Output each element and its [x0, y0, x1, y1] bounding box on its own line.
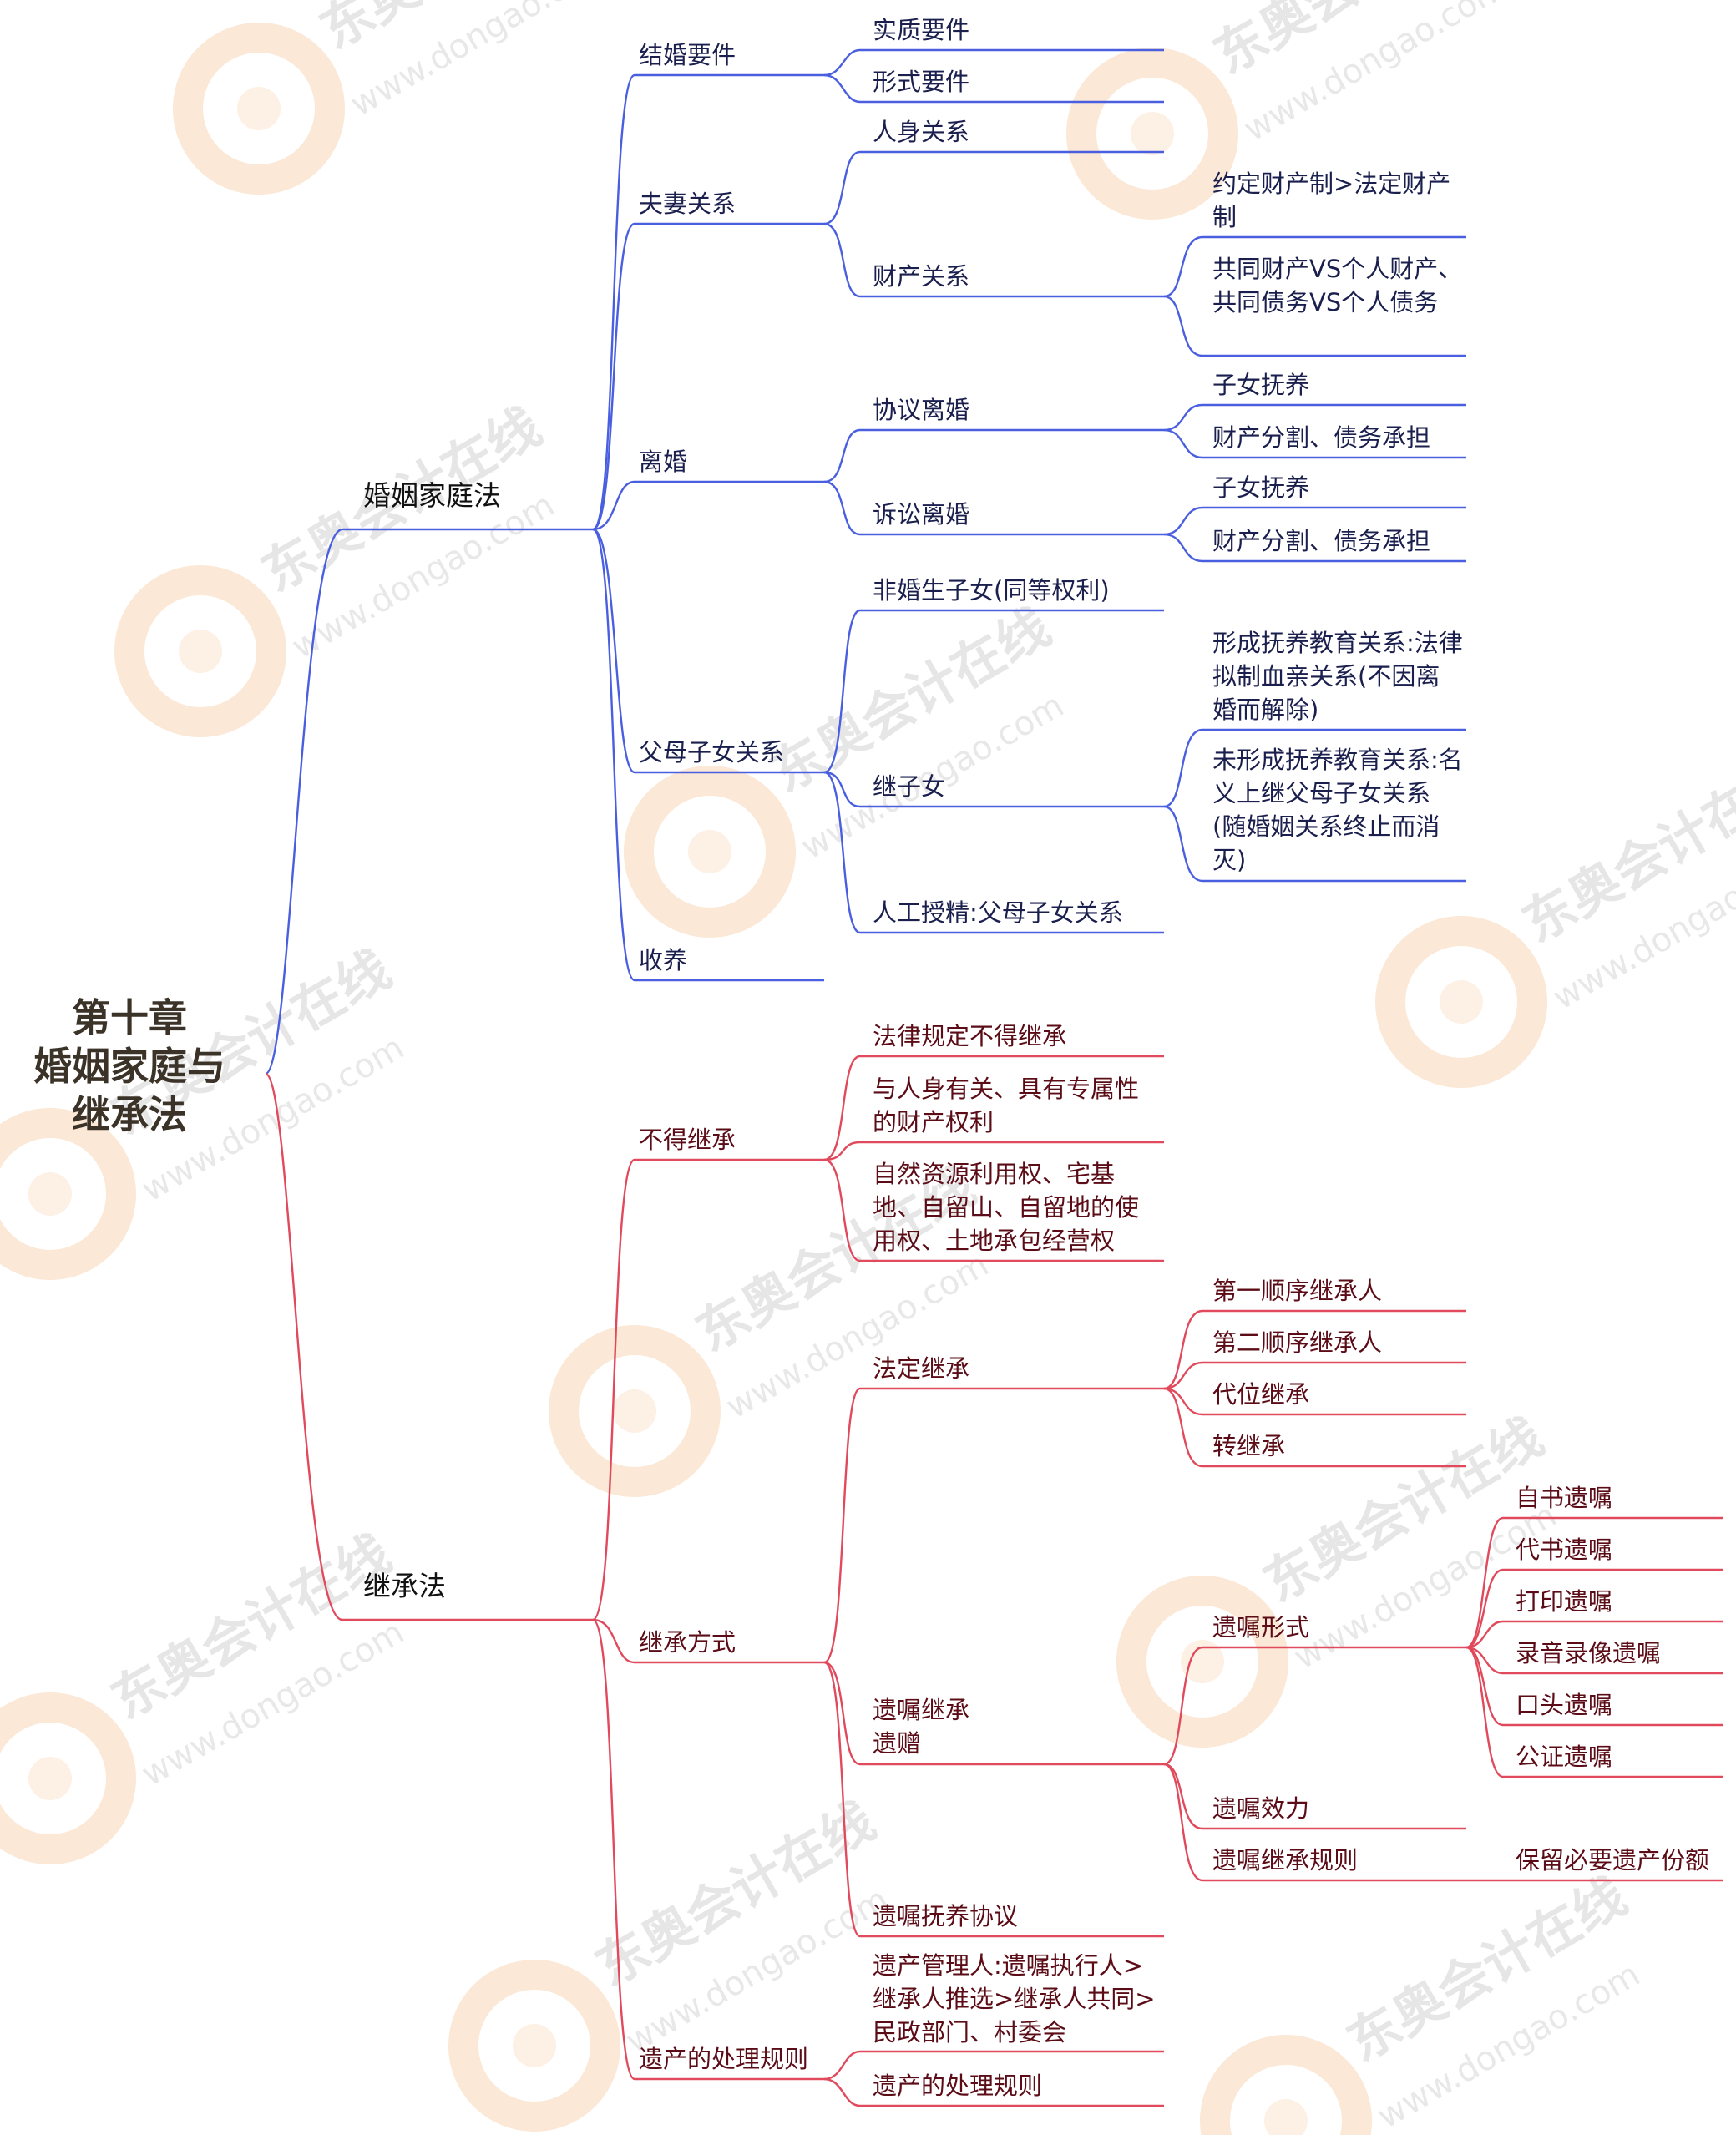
topic-oral-will[interactable]: 口头遗嘱: [1516, 1691, 1613, 1719]
topic-common-vs-personal-property[interactable]: 共同财产VS个人财产、共同债务VS个人债务: [1212, 255, 1463, 316]
topic-formed-upbringing-relation[interactable]: 形成抚养教育关系:法律拟制血亲关系(不因离婚而解除): [1212, 629, 1463, 724]
topic-stepchildren[interactable]: 继子女: [873, 772, 946, 801]
root-title-line: 继承法: [72, 1092, 187, 1137]
root-title-line: 婚姻家庭与: [33, 1044, 225, 1089]
topic-reserve-necessary-share[interactable]: 保留必要遗产份额: [1516, 1846, 1710, 1874]
topic-holographic-will[interactable]: 自书遗嘱: [1516, 1484, 1613, 1512]
topic-inheritance-law[interactable]: 继承法: [363, 1570, 446, 1602]
topic-dictated-will[interactable]: 代书遗嘱: [1516, 1535, 1613, 1564]
topic-formal-requirements[interactable]: 形式要件: [873, 68, 970, 96]
topic-subrogation-inheritance[interactable]: 代位继承: [1212, 1380, 1310, 1409]
topic-divorce-by-litigation[interactable]: 诉讼离婚: [873, 500, 970, 529]
topic-printed-will[interactable]: 打印遗嘱: [1516, 1587, 1613, 1616]
topic-testamentary-inheritance[interactable]: 遗嘱继承 遗赠: [873, 1696, 970, 1758]
topic-personal-relations[interactable]: 人身关系: [873, 118, 970, 146]
topic-spouse-relations[interactable]: 夫妻关系: [639, 190, 736, 218]
topic-notarized-will[interactable]: 公证遗嘱: [1516, 1743, 1613, 1771]
topic-second-order-heirs[interactable]: 第二顺序继承人: [1212, 1328, 1383, 1357]
topic-adoption[interactable]: 收养: [639, 946, 688, 974]
red-branch-lines: [265, 1055, 1723, 2107]
topic-natural-resource-rights[interactable]: 自然资源利用权、宅基地、自留山、自留地的使用权、土地承包经营权: [873, 1160, 1140, 1255]
topic-property-division[interactable]: 财产分割、债务承担: [1212, 423, 1431, 452]
topic-agreed-property-system[interactable]: 约定财产制>法定财产制: [1212, 169, 1451, 231]
topic-child-support[interactable]: 子女抚养: [1212, 371, 1310, 399]
topic-audio-video-will[interactable]: 录音录像遗嘱: [1516, 1639, 1662, 1667]
blue-branch-lines: [265, 48, 1466, 1075]
topic-estate-administrator[interactable]: 遗产管理人:遗嘱执行人>继承人推选>继承人共同>民政部门、村委会: [873, 1951, 1156, 2046]
topic-property-relations[interactable]: 财产关系: [873, 262, 970, 291]
topic-inheritance-methods[interactable]: 继承方式: [639, 1628, 736, 1657]
topic-divorce-by-agreement[interactable]: 协议离婚: [873, 396, 970, 424]
topic-personal-property-rights[interactable]: 与人身有关、具有专属性的财产权利: [873, 1075, 1140, 1136]
topic-first-order-heirs[interactable]: 第一顺序继承人: [1212, 1277, 1383, 1305]
topic-parent-child-relations[interactable]: 父母子女关系: [639, 738, 785, 766]
topic-will-effect[interactable]: 遗嘱效力: [1212, 1794, 1310, 1823]
topic-marriage-requirements[interactable]: 结婚要件: [639, 41, 736, 69]
topic-statutory-inheritance[interactable]: 法定继承: [873, 1354, 970, 1383]
topic-unformed-upbringing-relation[interactable]: 未形成抚养教育关系:名义上继父母子女关系(随婚姻关系终止而消灭): [1212, 746, 1463, 874]
topic-transfer-inheritance[interactable]: 转继承: [1212, 1432, 1286, 1460]
topic-artificial-insemination[interactable]: 人工授精:父母子女关系: [873, 898, 1123, 927]
topic-marriage-family-law[interactable]: 婚姻家庭法: [363, 479, 501, 512]
topic-estate-rules[interactable]: 遗产的处理规则: [639, 2045, 809, 2073]
topic-law-prohibits-inheritance[interactable]: 法律规定不得继承: [873, 1022, 1067, 1050]
topic-illegitimate-children[interactable]: 非婚生子女(同等权利): [873, 576, 1110, 605]
topic-support-agreement[interactable]: 遗嘱抚养协议: [873, 1902, 1019, 1930]
topic-will-form[interactable]: 遗嘱形式: [1212, 1613, 1310, 1642]
root-topic[interactable]: 第十章 婚姻家庭与 继承法: [8, 994, 251, 1139]
topic-child-support[interactable]: 子女抚养: [1212, 473, 1310, 502]
topic-estate-handling-rules[interactable]: 遗产的处理规则: [873, 2072, 1043, 2100]
topic-divorce[interactable]: 离婚: [639, 448, 688, 476]
root-title-line: 第十章: [72, 995, 187, 1040]
topic-not-inheritable[interactable]: 不得继承: [639, 1126, 736, 1154]
topic-will-inheritance-rules[interactable]: 遗嘱继承规则: [1212, 1846, 1359, 1874]
topic-property-division[interactable]: 财产分割、债务承担: [1212, 527, 1431, 555]
topic-substantive-requirements[interactable]: 实质要件: [873, 16, 970, 44]
